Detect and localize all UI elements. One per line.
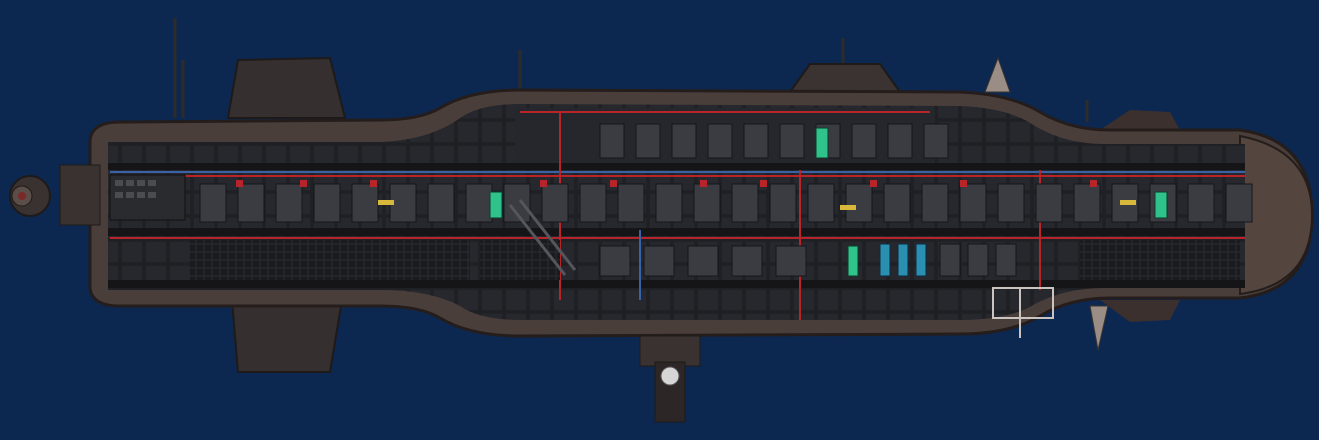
equipment-cabinet — [769, 183, 797, 223]
blue-medical-panels — [879, 243, 927, 277]
equipment-cabinet — [427, 183, 455, 223]
equipment-cabinet — [671, 123, 697, 159]
green-status-panels — [489, 127, 1168, 277]
hazard-stripes — [378, 200, 1136, 210]
equipment-cabinet — [1035, 183, 1063, 223]
red-alarm-boxes — [236, 180, 1097, 187]
equipment-cabinets — [199, 123, 1253, 277]
alarm-box — [236, 180, 243, 187]
alarm-box — [960, 180, 967, 187]
equipment-cabinet — [807, 183, 835, 223]
conning-tower — [226, 56, 347, 119]
equipment-cabinet — [1225, 183, 1253, 223]
equipment-cabinet — [275, 183, 303, 223]
equipment-cabinet — [845, 183, 873, 223]
equipment-cabinet — [731, 183, 759, 223]
equipment-cabinet — [851, 123, 877, 159]
docking-hatch — [639, 335, 701, 423]
equipment-cabinet — [617, 183, 645, 223]
equipment-cabinet — [743, 123, 769, 159]
equipment-cabinet — [599, 245, 631, 277]
equipment-cabinet — [921, 183, 949, 223]
equipment-cabinet — [1187, 183, 1215, 223]
alarm-box — [700, 180, 707, 187]
equipment-cabinet — [887, 123, 913, 159]
equipment-cabinet — [313, 183, 341, 223]
equipment-cabinet — [579, 183, 607, 223]
equipment-cabinet — [687, 245, 719, 277]
equipment-cabinet — [541, 183, 569, 223]
equipment-cabinet — [775, 245, 807, 277]
alarm-box — [610, 180, 617, 187]
equipment-cabinet — [351, 183, 379, 223]
equipment-cabinet — [995, 243, 1017, 277]
alarm-box — [370, 180, 377, 187]
equipment-cabinet — [655, 183, 683, 223]
equipment-cabinet — [997, 183, 1025, 223]
equipment-cabinet — [465, 183, 493, 223]
alarm-box — [540, 180, 547, 187]
stairway — [508, 199, 577, 276]
equipment-cabinet — [643, 245, 675, 277]
equipment-cabinet — [635, 123, 661, 159]
lower-fin — [230, 299, 344, 373]
equipment-cabinet — [779, 123, 805, 159]
equipment-cabinet — [923, 123, 949, 159]
equipment-cabinet — [693, 183, 721, 223]
upper-dome — [788, 63, 902, 93]
deck-floors — [108, 163, 1245, 288]
equipment-cabinet — [237, 183, 265, 223]
equipment-cabinet — [939, 243, 961, 277]
alarm-box — [760, 180, 767, 187]
equipment-cabinet — [959, 183, 987, 223]
alarm-box — [870, 180, 877, 187]
airlock-bottom — [992, 287, 1054, 338]
console-lights — [115, 180, 156, 198]
turret-bottom — [1089, 305, 1109, 351]
equipment-cabinet — [883, 183, 911, 223]
equipment-cabinet — [967, 243, 989, 277]
stern-cap — [1239, 134, 1314, 296]
bow-sonar — [9, 164, 101, 226]
equipment-cabinet — [707, 123, 733, 159]
rear-fin-bottom — [1100, 300, 1180, 322]
pipe-network — [110, 111, 1245, 320]
turret-top — [984, 56, 1011, 93]
equipment-cabinet — [731, 245, 763, 277]
alarm-box — [300, 180, 307, 187]
lower-deck-grates — [190, 240, 1240, 280]
equipment-cabinet — [599, 123, 625, 159]
equipment-cabinet — [199, 183, 227, 223]
rear-fin-top — [1100, 110, 1180, 130]
alarm-box — [1090, 180, 1097, 187]
equipment-cabinet — [389, 183, 417, 223]
equipment-cabinet — [1073, 183, 1101, 223]
